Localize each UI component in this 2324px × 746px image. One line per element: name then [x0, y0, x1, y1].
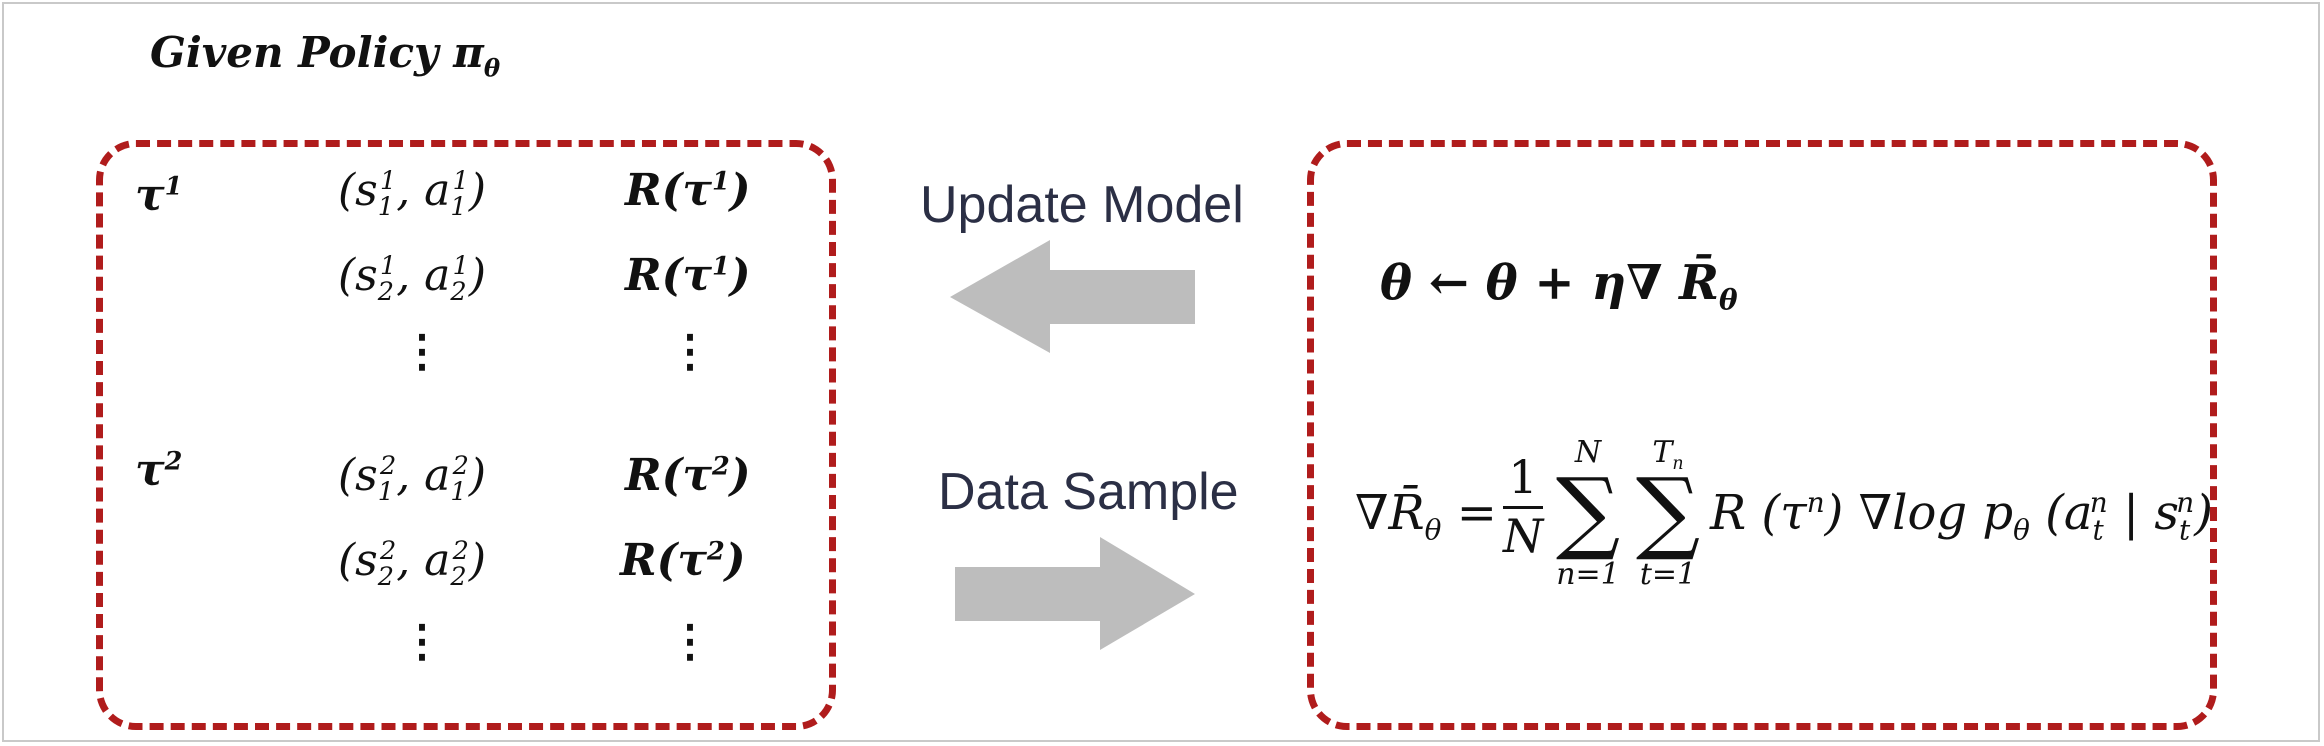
trajectory-samples-box — [96, 140, 836, 730]
ellipsis-vertical: ⋮ — [400, 616, 444, 667]
reward-term: R(τ2) — [620, 535, 746, 586]
ellipsis-vertical: ⋮ — [400, 326, 444, 377]
state-action-pair: (s21, a21) — [338, 250, 487, 307]
reward-term: R(τ2) — [625, 450, 751, 501]
update-model-label: Update Model — [920, 176, 1244, 234]
update-rule-equation: θ ← θ + η∇ R̄θ — [1380, 255, 1738, 317]
gradient-update-box — [1307, 140, 2217, 730]
state-action-pair: (s11, a11) — [338, 165, 487, 222]
trajectory-1-label: τ1 — [135, 170, 183, 221]
figure-title: Given Policy πθ — [150, 28, 501, 83]
trajectory-2-label: τ2 — [135, 445, 183, 496]
left-arrow-icon — [950, 240, 1195, 353]
reward-term: R(τ1) — [625, 250, 751, 301]
state-action-pair: (s22, a22) — [338, 535, 487, 592]
right-arrow-icon — [955, 537, 1195, 650]
ellipsis-vertical: ⋮ — [668, 616, 712, 667]
reward-term: R(τ1) — [625, 165, 751, 216]
data-sample-label: Data Sample — [938, 463, 1239, 521]
ellipsis-vertical: ⋮ — [668, 326, 712, 377]
state-action-pair: (s12, a12) — [338, 450, 487, 507]
